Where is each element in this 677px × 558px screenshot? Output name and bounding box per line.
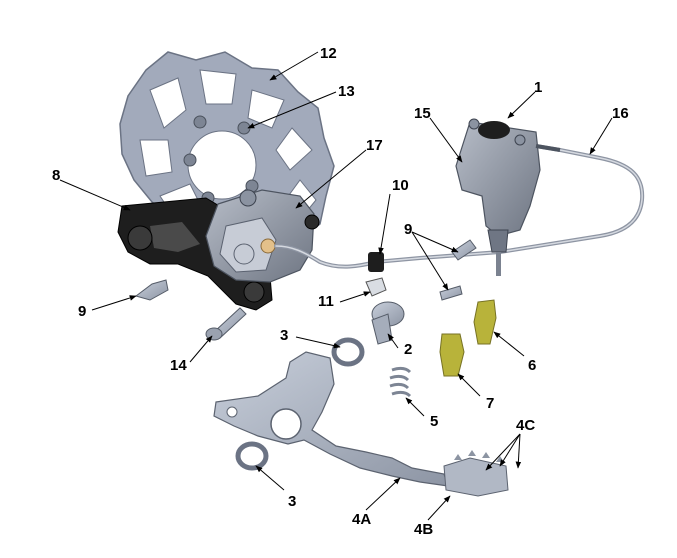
- callout-3-upper: 3: [280, 327, 288, 344]
- callout-11: 11: [318, 293, 334, 310]
- callout-6: 6: [528, 357, 536, 374]
- brake-caliper: [205, 189, 320, 283]
- callout-10: 10: [392, 177, 409, 194]
- callout-4a: 4A: [352, 511, 371, 528]
- callout-15: 15: [414, 105, 431, 122]
- master-cylinder: [455, 118, 561, 276]
- callout-4c: 4C: [516, 417, 535, 434]
- callout-1: 1: [534, 79, 542, 96]
- brake-disc: [119, 51, 335, 249]
- callout-12: 12: [320, 45, 337, 62]
- fittings: [439, 299, 497, 377]
- callout-2: 2: [404, 341, 412, 358]
- bolts: [134, 239, 477, 301]
- callout-3-lower: 3: [288, 493, 296, 510]
- callout-8: 8: [52, 167, 60, 184]
- brake-pedal: [213, 351, 509, 497]
- pivot-bolt: [371, 301, 405, 345]
- callout-7: 7: [486, 395, 494, 412]
- callout-16: 16: [612, 105, 629, 122]
- callout-13: 13: [338, 83, 355, 100]
- callouts: 1 2 3 3 4A 4B 4C 5 6 7 8 9 9 10 11 12 13…: [52, 45, 629, 538]
- leader-lines: [59, 51, 613, 521]
- hose-clamp: [365, 252, 387, 297]
- callout-9-left: 9: [78, 303, 86, 320]
- return-spring: [389, 366, 412, 398]
- brake-hose: [274, 144, 645, 269]
- callout-4b: 4B: [414, 521, 433, 538]
- bolt: [205, 307, 247, 341]
- callout-14: 14: [170, 357, 187, 374]
- callout-17: 17: [366, 137, 383, 154]
- callout-9-right: 9: [404, 221, 412, 238]
- callout-5: 5: [430, 413, 438, 430]
- washers: [235, 337, 365, 471]
